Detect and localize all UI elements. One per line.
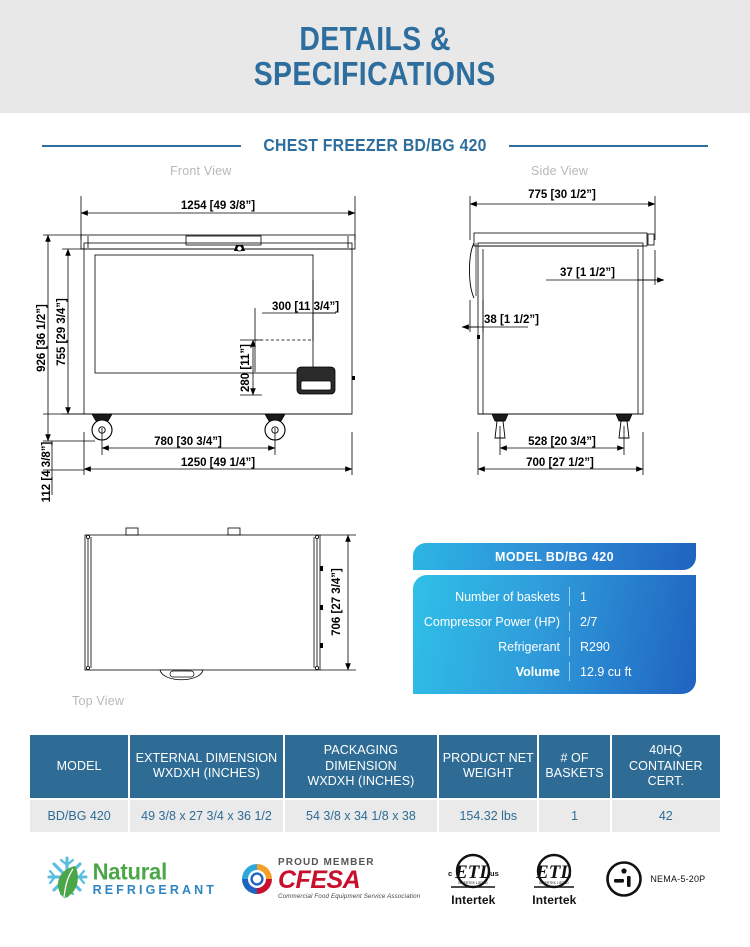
rule-left <box>42 144 241 147</box>
col-header-weight: PRODUCT NET WEIGHT <box>439 735 538 798</box>
col-header-container-l1: 40HQ <box>649 743 683 757</box>
page-header: DETAILS & SPECIFICATIONS <box>0 0 750 113</box>
cell-model: BD/BG 420 <box>30 799 129 832</box>
spec-label-compressor: Compressor Power (HP) <box>423 614 560 629</box>
cfesa-swirl-icon <box>242 863 272 894</box>
dim-front-caster-height: 112 [4 3/8”] <box>41 441 53 502</box>
dim-side-caster-span: 528 [20 3/4”] <box>528 436 596 448</box>
etl-mark: ETL INTERTEK LISTED Intertek <box>526 852 582 907</box>
cell-container: 42 <box>611 799 720 832</box>
cell-baskets: 1 <box>539 799 610 832</box>
nema-label: NEMA-5-20P <box>650 874 706 884</box>
dim-front-base-width: 1250 [49 1/4”] <box>181 457 255 469</box>
col-header-weight-l1: PRODUCT NET <box>442 750 534 765</box>
cell-weight: 154.32 lbs <box>439 799 538 832</box>
cell-packaging: 54 3/8 x 34 1/8 x 38 <box>284 799 438 832</box>
model-spec-panel: MODEL BD/BG 420 Number of baskets 1 Comp… <box>413 543 696 694</box>
model-spec-title: MODEL BD/BG 420 <box>413 543 696 570</box>
spec-row-compressor: Compressor Power (HP) 2/7 <box>413 609 696 634</box>
svg-text:us: us <box>490 869 499 878</box>
side-view-caption: Side View <box>531 164 589 178</box>
specification-table: MODEL EXTERNAL DIMENSION WXDXH (INCHES) … <box>28 733 722 834</box>
product-title: CHEST FREEZER BD/BG 420 <box>263 135 487 155</box>
certification-logo-strip: Natural REFRIGERANT PROUD MEMBER CFESA C… <box>0 843 750 915</box>
rule-right <box>509 144 708 147</box>
spec-value-baskets: 1 <box>569 587 696 606</box>
cfesa-proud-member: PROUD MEMBER <box>278 856 375 868</box>
spec-value-refrigerant: R290 <box>569 637 696 656</box>
table-header-row: MODEL EXTERNAL DIMENSION WXDXH (INCHES) … <box>30 735 720 798</box>
spec-row-volume: Volume 12.9 cu ft <box>413 659 696 684</box>
spec-label-refrigerant: Refrigerant <box>498 639 560 654</box>
col-header-packaging-l2: WXDXH (INCHES) <box>307 774 415 789</box>
cell-external: 49 3/8 x 27 3/4 x 36 1/2 <box>130 799 283 832</box>
col-header-packaging-l1: PACKAGING DIMENSION <box>323 743 399 773</box>
svg-text:INTERTEK LISTED: INTERTEK LISTED <box>540 881 570 885</box>
cfesa-text: PROUD MEMBER CFESA Commercial Food Equip… <box>278 856 421 900</box>
etl-us-mark: ETL INTERTEK LISTED c us Intertek <box>442 852 504 907</box>
dim-front-inner-height: 280 [11”] <box>240 344 252 392</box>
col-header-baskets-l2: BASKETS <box>545 766 604 781</box>
top-view-caption: Top View <box>72 694 125 708</box>
front-view-caption: Front View <box>170 164 232 178</box>
table-row: BD/BG 420 49 3/8 x 27 3/4 x 36 1/2 54 3/… <box>30 799 720 832</box>
nr-line2: REFRIGERANT <box>92 883 217 898</box>
col-header-container-l2: CONTAINER CERT. <box>629 758 703 789</box>
etl-company: Intertek <box>532 892 577 907</box>
svg-text:INTERTEK LISTED: INTERTEK LISTED <box>459 881 489 885</box>
page-title-line1: DETAILS & <box>299 19 451 57</box>
natural-refrigerant-text: Natural REFRIGERANT <box>92 858 217 898</box>
product-title-rule: CHEST FREEZER BD/BG 420 <box>42 135 708 156</box>
dim-top-depth: 706 [27 3/4”] <box>331 568 343 636</box>
dim-front-inner-width: 300 [11 3/4”] <box>272 301 339 313</box>
dim-front-cabinet-height: 755 [29 3/4”] <box>56 298 68 366</box>
spec-row-baskets: Number of baskets 1 <box>413 584 696 609</box>
dim-side-lower-offset: 38 [1 1/2”] <box>484 314 539 326</box>
dim-side-upper-offset: 37 [1 1/2”] <box>560 267 615 279</box>
spec-value-compressor: 2/7 <box>569 612 696 631</box>
col-header-external-l2: WXDXH (INCHES) <box>153 766 260 781</box>
svg-text:ETL: ETL <box>535 862 572 883</box>
etl-us-company: Intertek <box>451 892 496 907</box>
snowflake-leaf-icon <box>47 856 88 898</box>
col-header-weight-l2: WEIGHT <box>462 766 514 781</box>
etl-listed-icon: ETL INTERTEK LISTED c us <box>448 853 499 888</box>
col-header-packaging: PACKAGING DIMENSION WXDXH (INCHES) <box>284 735 438 798</box>
svg-text:c: c <box>448 869 452 878</box>
spec-row-refrigerant: Refrigerant R290 <box>413 634 696 659</box>
page-title-line2: SPECIFICATIONS <box>253 54 497 92</box>
nr-line1: Natural <box>92 858 168 885</box>
dim-front-caster-span: 780 [30 3/4”] <box>154 436 222 448</box>
etl-icon: ETL INTERTEK LISTED <box>534 853 575 888</box>
col-header-external: EXTERNAL DIMENSION WXDXH (INCHES) <box>130 735 283 798</box>
dim-side-base-depth: 700 [27 1/2”] <box>526 457 594 469</box>
spec-label-volume: Volume <box>515 664 560 679</box>
nema-plug-icon <box>606 861 643 897</box>
col-header-model-l1: MODEL <box>56 758 102 773</box>
spec-label-baskets: Number of baskets <box>455 589 560 604</box>
spec-value-volume: 12.9 cu ft <box>569 662 696 681</box>
col-header-container: 40HQ CONTAINER CERT. <box>611 735 720 798</box>
dim-front-overall-height: 926 [36 1/2”] <box>36 304 48 372</box>
nema-plug-mark: NEMA-5-20P <box>604 859 705 899</box>
cfesa-name: CFESA <box>278 865 361 894</box>
col-header-baskets-l1: # OF <box>560 750 589 765</box>
svg-text:ETL: ETL <box>454 862 491 883</box>
natural-refrigerant-logo: Natural REFRIGERANT <box>45 854 217 904</box>
model-spec-body: Number of baskets 1 Compressor Power (HP… <box>413 575 696 694</box>
col-header-baskets: # OF BASKETS <box>539 735 610 798</box>
dim-side-overall-depth: 775 [30 1/2”] <box>528 189 596 201</box>
dim-front-overall-width: 1254 [49 3/8”] <box>181 200 255 212</box>
col-header-external-l1: EXTERNAL DIMENSION <box>135 750 278 765</box>
cfesa-logo: PROUD MEMBER CFESA Commercial Food Equip… <box>239 856 421 900</box>
col-header-model: MODEL <box>30 735 129 798</box>
cfesa-subtitle: Commercial Food Equipment Service Associ… <box>278 892 421 900</box>
